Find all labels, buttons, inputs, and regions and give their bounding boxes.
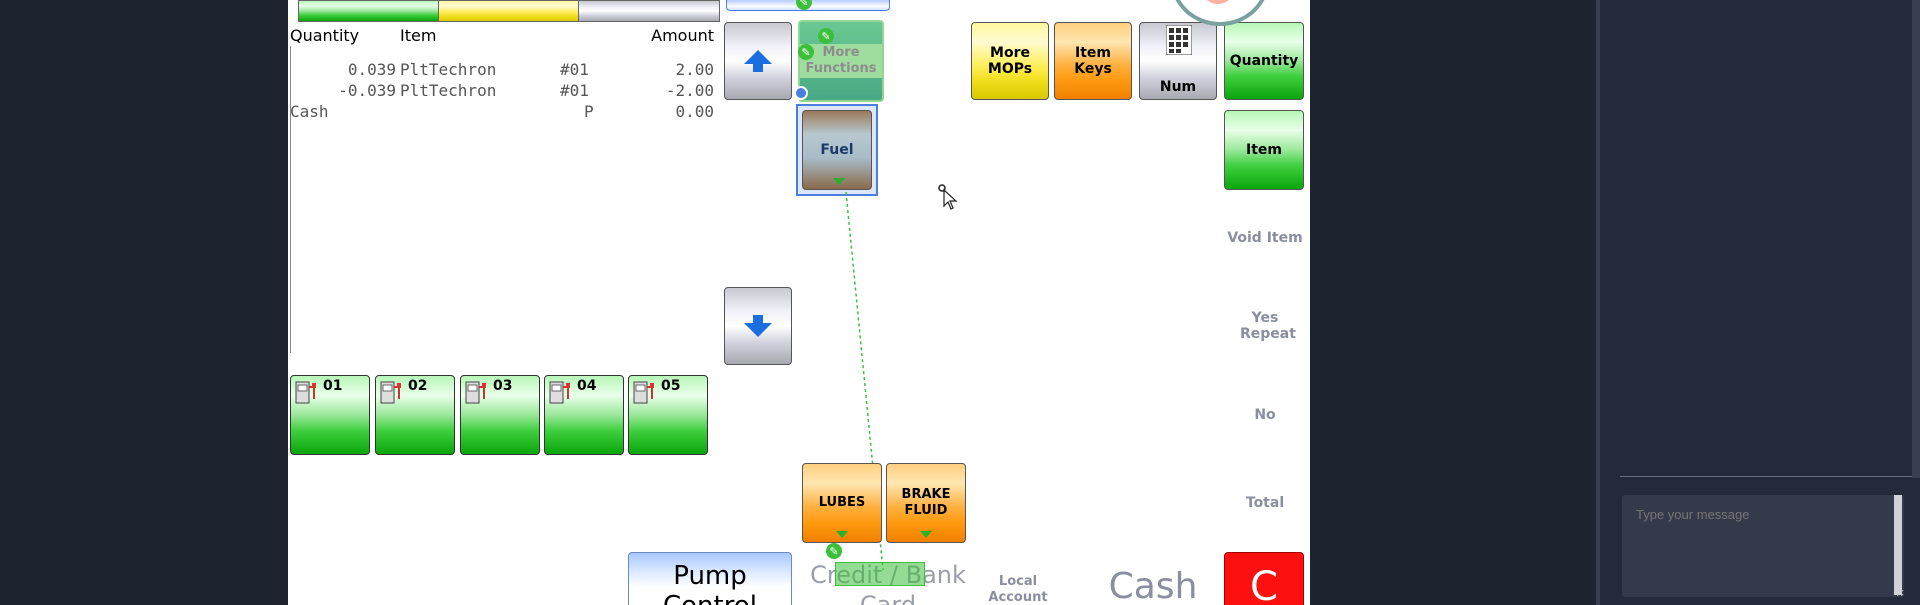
pump-03-button[interactable]: 03: [460, 375, 540, 455]
drag-highlight: [835, 562, 925, 586]
yes-repeat-label[interactable]: Yes Repeat: [1240, 310, 1296, 342]
lubes-button[interactable]: LUBES: [802, 463, 882, 543]
more-mops-label: More MOPs: [987, 45, 1033, 77]
pump-number: 04: [577, 378, 597, 394]
line-ref: #01: [560, 81, 589, 100]
brake-fluid-button[interactable]: BRAKE FLUID: [886, 463, 966, 543]
submenu-indicator-icon: [833, 178, 845, 185]
line-amount: -2.00: [665, 81, 714, 100]
chat-panel: [1596, 0, 1920, 605]
line-tender: Cash: [290, 102, 329, 121]
pump-01-button[interactable]: 01: [290, 375, 370, 455]
chat-separator: [1620, 476, 1912, 477]
line-ref: #01: [560, 60, 589, 79]
quantity-label: Quantity: [1229, 53, 1299, 69]
more-functions-button[interactable]: More Functions: [798, 20, 884, 102]
pin-icon: ✎: [826, 543, 842, 559]
panel-divider: [1596, 0, 1600, 605]
receipt-line[interactable]: 0.039 PltTechron #01 2.00: [290, 60, 714, 80]
panel-scrollbar[interactable]: [1912, 0, 1920, 478]
pump-02-button[interactable]: 02: [375, 375, 455, 455]
scroll-up-button[interactable]: [724, 22, 792, 100]
pos-screen: Quantity Item Amount 0.039 PltTechron #0…: [288, 0, 1310, 605]
line-amount: 0.00: [675, 102, 714, 121]
line-ref: P: [584, 102, 594, 121]
fuel-pump-icon: [465, 381, 486, 404]
pin-icon: ✎: [798, 44, 814, 60]
fuel-pump-icon: [633, 381, 654, 404]
fuel-pump-icon: [549, 381, 570, 404]
fuel-label: Fuel: [820, 142, 854, 158]
submenu-indicator-icon: [836, 531, 848, 538]
clear-button[interactable]: C: [1224, 552, 1304, 605]
status-ring-dot: [1204, 0, 1232, 4]
mouse-cursor-icon: [938, 184, 958, 210]
arrow-up-icon: [744, 50, 772, 72]
fuel-button[interactable]: Fuel: [802, 110, 872, 190]
move-handle-icon[interactable]: [794, 86, 808, 100]
line-item: PltTechron: [400, 60, 497, 79]
item-keys-button[interactable]: Item Keys: [1054, 22, 1132, 100]
more-mops-button[interactable]: More MOPs: [971, 22, 1049, 100]
item-button[interactable]: Item: [1224, 110, 1304, 190]
pump-number: 02: [408, 378, 428, 394]
cash-button[interactable]: Cash: [1108, 566, 1198, 605]
chat-message-input[interactable]: [1622, 495, 1904, 597]
receipt-left-border: [290, 46, 291, 353]
scroll-down-button[interactable]: [724, 287, 792, 365]
pump-number: 03: [493, 378, 513, 394]
num-button[interactable]: Num: [1139, 22, 1217, 100]
line-qty: 0.039: [347, 60, 396, 79]
line-qty: -0.039: [338, 81, 396, 100]
fuel-pump-icon: [380, 381, 401, 404]
pump-05-button[interactable]: 05: [628, 375, 708, 455]
line-amount: 2.00: [675, 60, 714, 79]
fuel-pump-icon: [295, 381, 316, 404]
local-account-label[interactable]: Local Account: [988, 574, 1048, 605]
receipt-line[interactable]: -0.039 PltTechron #01 -2.00: [290, 81, 714, 101]
submenu-indicator-icon: [920, 531, 932, 538]
lubes-label: LUBES: [818, 495, 866, 510]
num-label: Num: [1159, 79, 1197, 95]
col-item: Item: [400, 26, 437, 45]
col-amount: Amount: [651, 26, 714, 45]
clear-label: C: [1250, 564, 1278, 605]
arrow-down-icon: [744, 315, 772, 337]
pump-number: 05: [661, 378, 681, 394]
brake-fluid-label: BRAKE FLUID: [901, 487, 951, 518]
chat-input-scrollbar[interactable]: [1894, 495, 1902, 595]
col-quantity: Quantity: [290, 26, 360, 45]
top-gray-button[interactable]: [578, 0, 720, 22]
no-label[interactable]: No: [1254, 407, 1276, 423]
total-label[interactable]: Total: [1245, 495, 1285, 511]
pump-number: 01: [323, 378, 343, 394]
pump-04-button[interactable]: 04: [544, 375, 624, 455]
receipt-header: Quantity Item Amount: [290, 26, 714, 46]
pump-control-button[interactable]: Pump Control: [628, 552, 792, 605]
void-item-label[interactable]: Void Item: [1227, 230, 1303, 246]
item-keys-label: Item Keys: [1074, 45, 1112, 77]
receipt-line[interactable]: Cash P 0.00: [290, 102, 714, 122]
pin-icon: ✎: [818, 28, 834, 44]
pin-icon: ✎: [796, 0, 812, 10]
line-item: PltTechron: [400, 81, 497, 100]
keypad-icon: [1166, 25, 1192, 55]
item-label: Item: [1246, 142, 1282, 158]
pump-control-label: Pump Control: [663, 561, 757, 605]
quantity-button[interactable]: Quantity: [1224, 22, 1304, 100]
